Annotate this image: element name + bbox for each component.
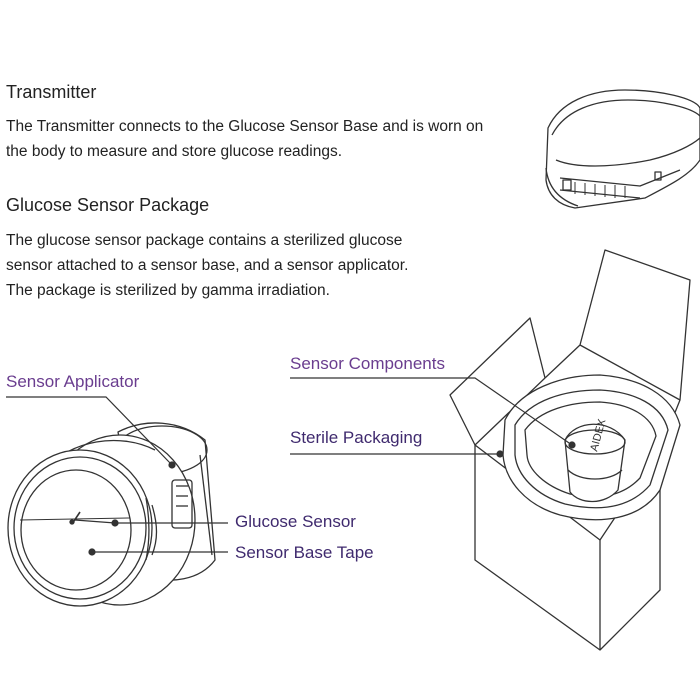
sensor-components-label: Sensor Components — [290, 354, 445, 373]
sensor-components-leader — [290, 377, 573, 446]
package-description-line-3: The package is sterilized by gamma irrad… — [6, 282, 330, 299]
glucose-sensor-leader-dot — [111, 519, 119, 527]
package-description-line-1: The glucose sensor package contains a st… — [6, 232, 403, 249]
sensor-base-tape-leader-dot — [88, 548, 96, 556]
sensor-base-tape-label: Sensor Base Tape — [235, 543, 374, 562]
transmitter-heading: Transmitter — [6, 82, 97, 102]
glucose-sensor-label: Glucose Sensor — [235, 512, 356, 531]
sterile-packaging-label: Sterile Packaging — [290, 428, 423, 447]
sensor-applicator-device — [7, 422, 216, 607]
sensor-components-leader-dot — [568, 441, 576, 449]
sensor-applicator-label: Sensor Applicator — [6, 372, 140, 391]
transmitter-description: The Transmitter connects to the Glucose … — [6, 118, 484, 160]
sensor-applicator-leader — [6, 396, 173, 466]
transmitter-device — [545, 89, 700, 209]
sterile-packaging-leader-dot — [496, 450, 504, 458]
package-description-line-2: sensor attached to a sensor base, and a … — [6, 257, 409, 274]
sterile-package-box — [449, 249, 691, 651]
sensor-applicator-leader-dot — [168, 461, 176, 469]
package-heading: Glucose Sensor Package — [6, 195, 210, 215]
